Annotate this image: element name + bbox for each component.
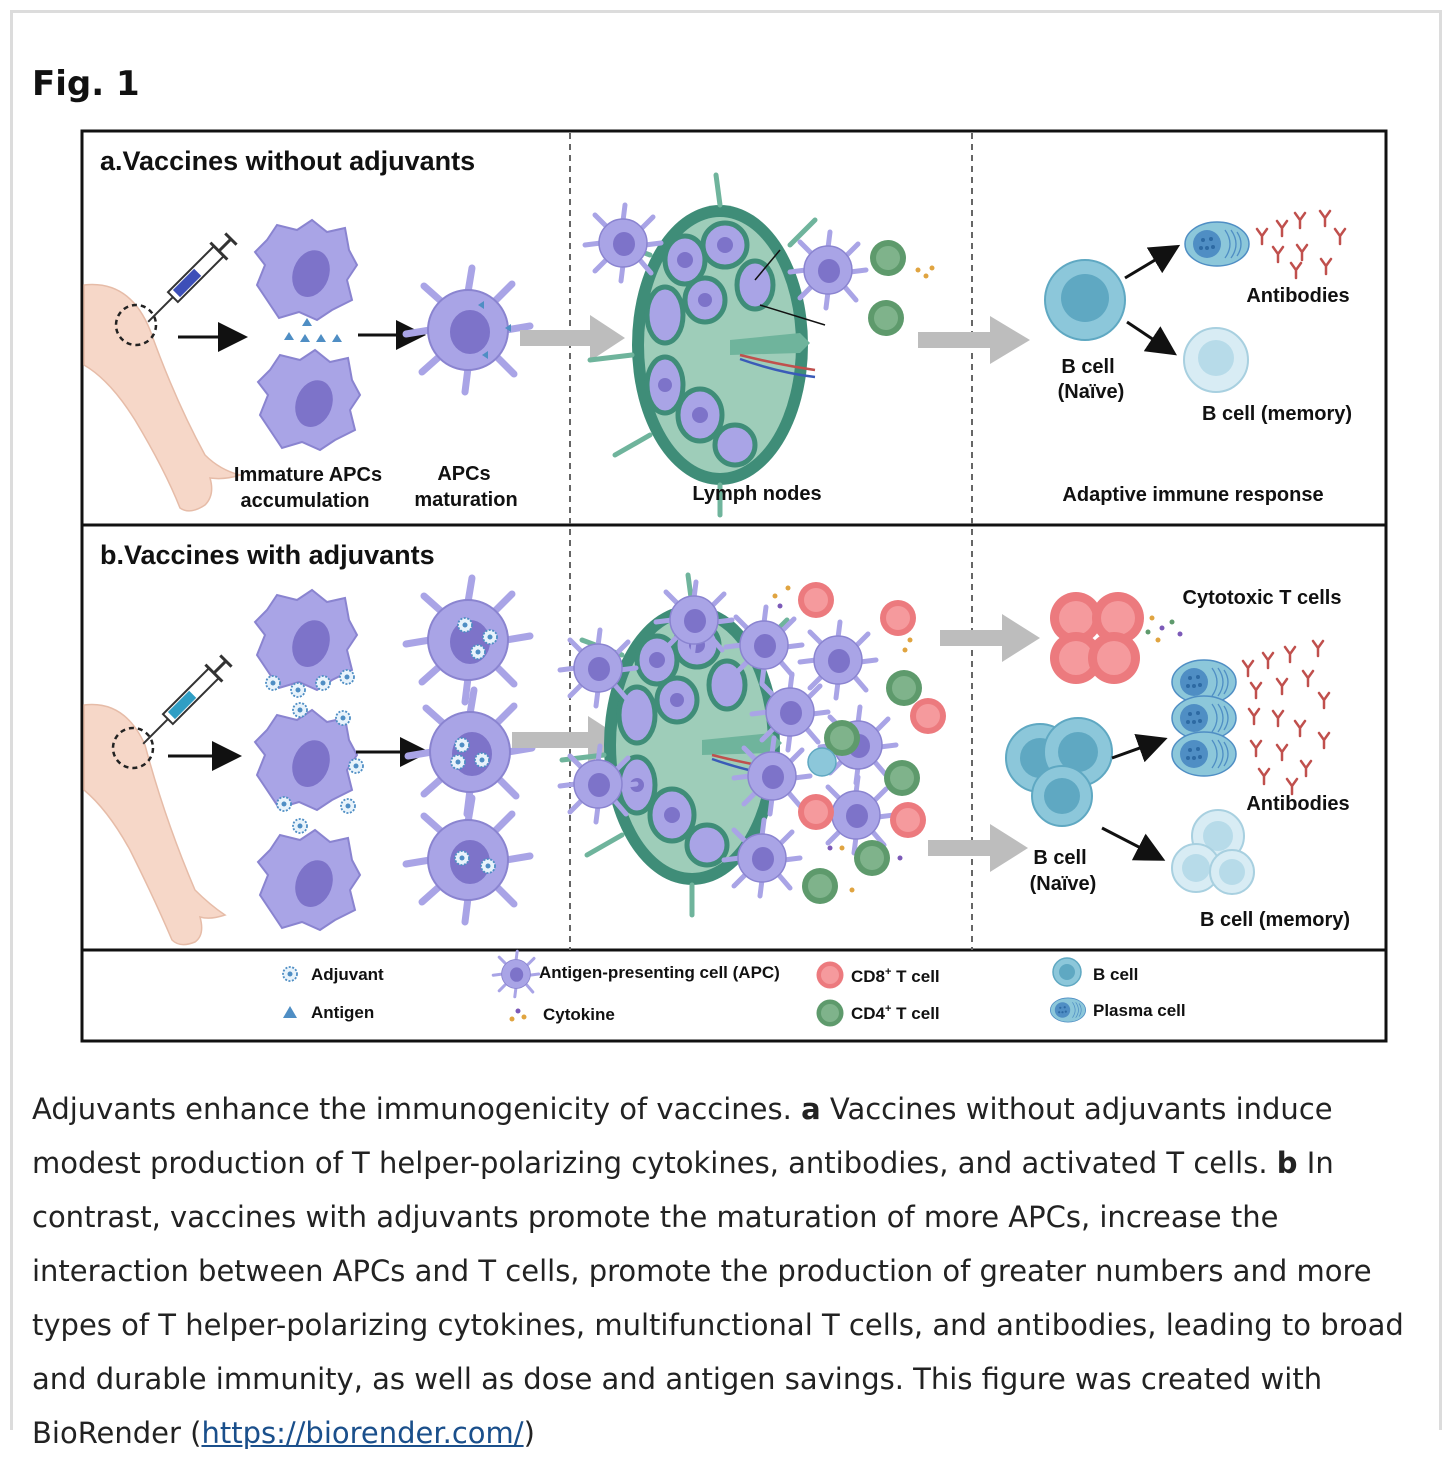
grey-arrow	[940, 614, 1040, 662]
figure-diagram: a.Vaccines without adjuvants Immature AP…	[80, 129, 1388, 1043]
immature-apc	[257, 829, 361, 931]
label-antibodies-b: Antibodies	[1246, 793, 1349, 815]
memory-b-cell	[1183, 327, 1249, 393]
legend-cd4-icon	[816, 999, 844, 1027]
label-antibodies-a: Antibodies	[1246, 285, 1349, 307]
label-cytotoxic: Cytotoxic T cells	[1183, 587, 1342, 609]
antigen-icon	[284, 318, 342, 342]
legend-bcell: B cell	[1093, 965, 1138, 984]
legend-plasma-icon	[1049, 997, 1087, 1023]
legend-antigen-icon	[283, 1006, 297, 1018]
cd4-t-cell	[868, 300, 904, 336]
plasma-cells-b	[1171, 659, 1237, 777]
biorender-link[interactable]: https://biorender.com/	[201, 1416, 524, 1450]
grey-arrow	[918, 316, 1030, 364]
label-bcell-memory-a: B cell (memory)	[1202, 403, 1352, 425]
arm-illustration-b	[83, 703, 227, 946]
label-immature-apcs: Immature APCs	[234, 464, 382, 486]
cd4-t-cell	[870, 240, 906, 276]
naive-b-cell	[1044, 259, 1126, 341]
cytotoxic-t-cells	[1050, 592, 1144, 684]
arm-illustration-a	[83, 283, 243, 512]
legend: Adjuvant Antigen Antigen-presenting cell…	[282, 949, 1186, 1027]
legend-bcell-icon	[1052, 957, 1082, 987]
label-bcell-naive-b: B cell	[1033, 847, 1086, 869]
naive-b-cells-b	[1005, 717, 1113, 827]
legend-cd4: CD4+ T cell	[851, 1003, 940, 1023]
label-bcell-memory-b: B cell (memory)	[1200, 909, 1350, 931]
legend-cd8-icon	[816, 961, 844, 989]
legend-cytokine-icon	[509, 1008, 527, 1022]
label-bcell-naive-b-2: (Naïve)	[1030, 873, 1097, 895]
label-accumulation: accumulation	[241, 490, 370, 512]
grey-arrow	[520, 315, 625, 361]
legend-cytokine: Cytokine	[543, 1005, 615, 1024]
panel-b-title: b.Vaccines with adjuvants	[100, 540, 435, 570]
legend-cd8: CD8+ T cell	[851, 966, 940, 986]
legend-adjuvant-icon	[282, 966, 298, 982]
mature-apc	[406, 268, 530, 392]
label-maturation: maturation	[414, 489, 517, 511]
grey-arrow	[928, 824, 1028, 872]
syringe-icon	[147, 232, 238, 323]
label-apcs: APCs	[437, 463, 490, 485]
legend-plasma: Plasma cell	[1093, 1001, 1186, 1020]
cytokines-b	[1145, 615, 1183, 643]
plasma-cell	[1184, 221, 1250, 267]
label-lymph-nodes: Lymph nodes	[692, 483, 821, 505]
figure-caption: Adjuvants enhance the immunogenicity of …	[32, 1092, 1404, 1450]
figure-frame	[10, 10, 1442, 1430]
immature-apc	[257, 349, 361, 451]
syringe-icon	[142, 654, 233, 745]
legend-antigen: Antigen	[311, 1003, 374, 1022]
lymph-cluster-b	[560, 582, 946, 904]
memory-b-cells-b	[1171, 809, 1255, 895]
figure-label: Fig. 1	[32, 64, 140, 104]
label-bcell-naive-a-2: (Naïve)	[1058, 381, 1125, 403]
label-adaptive-immune: Adaptive immune response	[1062, 484, 1323, 506]
immature-apc	[254, 219, 358, 321]
label-bcell-naive-a: B cell	[1061, 356, 1114, 378]
panel-a-title: a.Vaccines without adjuvants	[100, 146, 475, 176]
legend-apc: Antigen-presenting cell (APC)	[539, 963, 780, 982]
legend-adjuvant: Adjuvant	[311, 965, 384, 984]
